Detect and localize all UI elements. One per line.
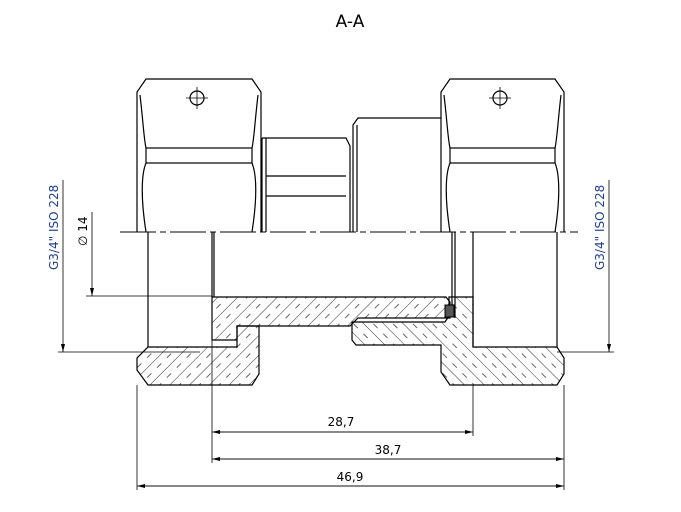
dimension-38-7: 38,7 xyxy=(212,443,564,461)
right-nut xyxy=(351,78,565,386)
crosshair-right-icon xyxy=(489,87,511,109)
svg-text:28,7: 28,7 xyxy=(328,415,355,429)
dimension-46-9: 46,9 xyxy=(137,470,564,488)
section-title: A-A xyxy=(336,12,365,32)
dimension-28-7: 28,7 xyxy=(212,415,473,434)
thread-dimension-left: G3/4" ISO 228 xyxy=(47,180,200,353)
svg-text:38,7: 38,7 xyxy=(375,443,402,457)
bore-label: ∅ 14 xyxy=(76,216,90,246)
left-nut xyxy=(136,78,262,386)
seal-ring xyxy=(444,304,455,318)
svg-text:46,9: 46,9 xyxy=(337,470,364,484)
thread-label-right: G3/4" ISO 228 xyxy=(593,185,607,270)
bore-dimension: ∅ 14 xyxy=(76,212,212,297)
thread-dimension-right: G3/4" ISO 228 xyxy=(557,180,614,353)
thread-label-left: G3/4" ISO 228 xyxy=(47,185,61,270)
center-body xyxy=(261,117,441,232)
tube-section xyxy=(211,296,451,341)
crosshair-left-icon xyxy=(186,87,208,109)
